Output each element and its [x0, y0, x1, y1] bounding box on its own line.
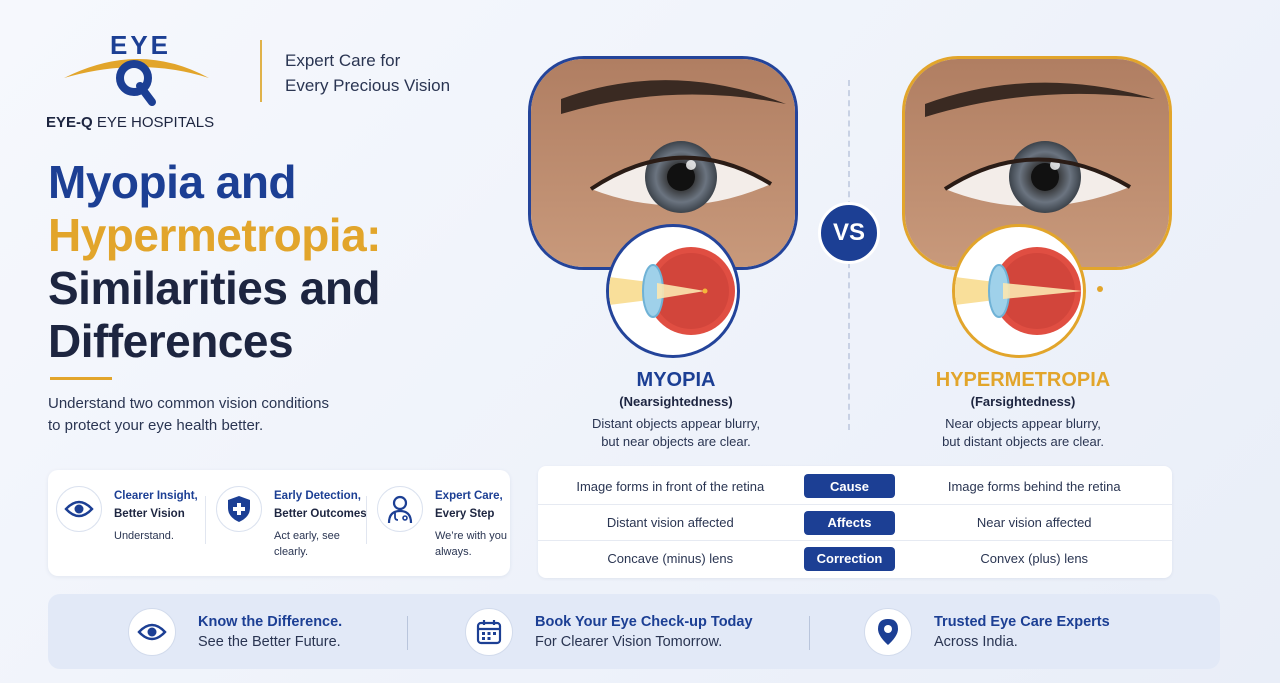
brand-tagline: Expert Care for Every Precious Vision: [285, 51, 451, 95]
page-title: Myopia and Hypermetropia: Similarities a…: [48, 156, 381, 367]
benefit-divider: [366, 496, 367, 544]
brand-name: EYE-Q EYE HOSPITALS: [46, 114, 215, 131]
doctor-icon: [377, 486, 423, 532]
myopia-eye-image: [528, 56, 798, 270]
location-pin-icon: [864, 608, 912, 656]
row-label-affects: Affects: [803, 510, 896, 535]
calendar-icon: [465, 608, 513, 656]
row-label-cause: Cause: [803, 474, 896, 498]
row-label-correction: Correction: [803, 546, 896, 571]
title-underline: [50, 377, 112, 380]
eye-icon: [56, 486, 102, 532]
footer-banner: Know the Difference. See the Better Futu…: [48, 594, 1220, 669]
vs-badge: VS: [818, 202, 880, 264]
benefits-card: Clearer Insight, Better Vision Understan…: [48, 470, 510, 576]
shield-plus-icon: [216, 486, 262, 532]
hypermetropia-title: HYPERMETROPIA: [935, 369, 1111, 391]
footer-divider: [407, 616, 408, 650]
hypermetropia-description: Near objects appear blurry, but distant …: [942, 416, 1104, 449]
benefit-divider: [205, 496, 206, 544]
brand-logo: EYE EYE-Q EYE HOSPITALS: [44, 26, 234, 136]
table-row: Concave (minus) lens Correction Convex (…: [538, 540, 1172, 576]
hypermetropia-diagram: [952, 224, 1086, 358]
myopia-subtitle: (Nearsightedness): [619, 394, 733, 409]
myopia-description: Distant objects appear blurry, but near …: [591, 416, 761, 449]
comparison-table: Image forms in front of the retina Cause…: [538, 466, 1172, 578]
eye-icon: [128, 608, 176, 656]
hypermetropia-eye-image: [902, 56, 1172, 270]
logo-q-icon: [116, 60, 156, 106]
tagline-divider: [260, 40, 262, 102]
myopia-title: MYOPIA: [636, 369, 716, 391]
logo-arc-icon: [64, 59, 209, 78]
hypermetropia-subtitle: (Farsightedness): [970, 394, 1076, 409]
myopia-diagram: [606, 224, 740, 358]
table-row: Distant vision affected Affects Near vis…: [538, 504, 1172, 540]
intro-text: Understand two common vision conditions …: [48, 395, 329, 434]
focal-point-dot: [1097, 286, 1103, 292]
footer-divider: [809, 616, 810, 650]
table-row: Image forms in front of the retina Cause…: [538, 468, 1172, 504]
logo-eye-text: EYE: [110, 30, 172, 60]
